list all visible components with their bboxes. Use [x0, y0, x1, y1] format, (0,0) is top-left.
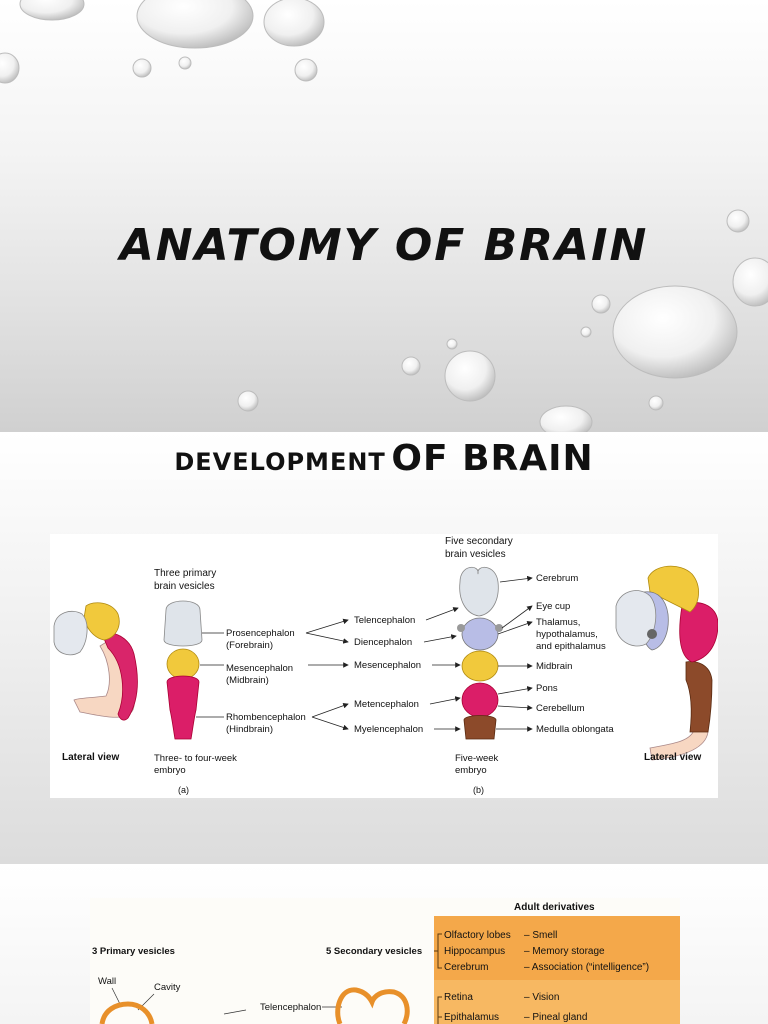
mesencephalon-primary-label: Mesencephalon	[226, 663, 293, 674]
thalamus-label-line2: hypothalamus,	[536, 629, 598, 640]
mesencephalon-secondary-label: Mesencephalon	[354, 660, 421, 671]
panel-b-label: (b)	[473, 785, 484, 795]
heading-development: DEVELOPMENT	[174, 448, 386, 476]
slide-title: ANATOMY OF BRAIN	[119, 220, 649, 271]
adult-derivatives-heading: Adult derivatives	[514, 902, 595, 913]
cerebrum-label: Cerebrum	[536, 573, 578, 584]
retina-label: Retina	[444, 992, 473, 1003]
brain-vesicles-diagram: Lateral view Three primary brain vesicle…	[50, 534, 718, 798]
diencephalon-label: Diencephalon	[354, 637, 412, 648]
primary-vesicles-tube	[163, 600, 203, 740]
primary-heading-line2: brain vesicles	[154, 581, 215, 592]
lateral-view-left-label: Lateral view	[62, 752, 119, 763]
medulla-oblongata-label: Medulla oblongata	[536, 724, 614, 735]
olfactory-lobes-label: Olfactory lobes	[444, 930, 511, 941]
pineal-gland-label: – Pineal gland	[524, 1012, 587, 1023]
vesicles-derivatives-diagram: Adult derivatives Olfactory lobes Hippoc…	[90, 898, 680, 1024]
vision-label: – Vision	[524, 992, 559, 1003]
vesicles-derivatives-slide: Adult derivatives Olfactory lobes Hippoc…	[0, 864, 768, 1024]
telencephalon-vesicle-outline	[335, 987, 410, 1024]
cerebrum-table-label: Cerebrum	[444, 962, 488, 973]
smell-label: – Smell	[524, 930, 557, 941]
panel-a-label: (a)	[178, 785, 189, 795]
eye-cup-label: Eye cup	[536, 601, 570, 612]
embryo-a-line1: Three- to four-week	[154, 753, 237, 764]
water-droplets-decoration	[0, 0, 768, 432]
rhombencephalon-label: Rhombencephalon	[226, 712, 306, 723]
secondary-heading-line1: Five secondary	[445, 536, 513, 547]
pons-label: Pons	[536, 683, 558, 694]
lateral-view-five-week-embryo	[615, 565, 718, 761]
cavity-label: Cavity	[154, 982, 181, 993]
association-label: – Association (“intelligence”)	[524, 962, 649, 973]
embryo-b-line2: embryo	[455, 765, 487, 776]
heading-of-brain: OF BRAIN	[391, 438, 594, 479]
midbrain-label: Midbrain	[536, 661, 572, 672]
prosencephalon-label: Prosencephalon	[226, 628, 295, 639]
hindbrain-label: (Hindbrain)	[226, 724, 273, 735]
slide-heading: DEVELOPMENT OF BRAIN	[0, 438, 768, 479]
thalamus-label-line3: and epithalamus	[536, 641, 606, 652]
lateral-view-right-label: Lateral view	[644, 752, 701, 763]
title-slide: ANATOMY OF BRAIN	[0, 0, 768, 432]
epithalamus-label: Epithalamus	[444, 1012, 499, 1023]
lateral-view-early-embryo	[53, 602, 138, 721]
midbrain-primary-label: (Midbrain)	[226, 675, 269, 686]
thalamus-label-line1: Thalamus,	[536, 617, 580, 628]
primary-vesicles-heading: 3 Primary vesicles	[92, 946, 175, 957]
embryo-a-line2: embryo	[154, 765, 186, 776]
telencephalon-small-label: Telencephalon	[260, 1002, 321, 1013]
hippocampus-label: Hippocampus	[444, 946, 505, 957]
myelencephalon-label: Myelencephalon	[354, 724, 423, 735]
secondary-heading-line2: brain vesicles	[445, 549, 506, 560]
memory-storage-label: – Memory storage	[524, 946, 605, 957]
primary-heading-line1: Three primary	[154, 568, 216, 579]
wall-label: Wall	[98, 976, 116, 987]
secondary-vesicles-heading: 5 Secondary vesicles	[326, 946, 422, 957]
telencephalon-label: Telencephalon	[354, 615, 415, 626]
embryo-b-line1: Five-week	[455, 753, 499, 764]
metencephalon-label: Metencephalon	[354, 699, 419, 710]
forebrain-label: (Forebrain)	[226, 640, 273, 651]
development-slide: DEVELOPMENT OF BRAIN Lateral view Three …	[0, 432, 768, 864]
primary-vesicle-outline	[99, 1001, 155, 1024]
secondary-vesicles-tube	[457, 566, 503, 740]
cerebellum-label: Cerebellum	[536, 703, 585, 714]
